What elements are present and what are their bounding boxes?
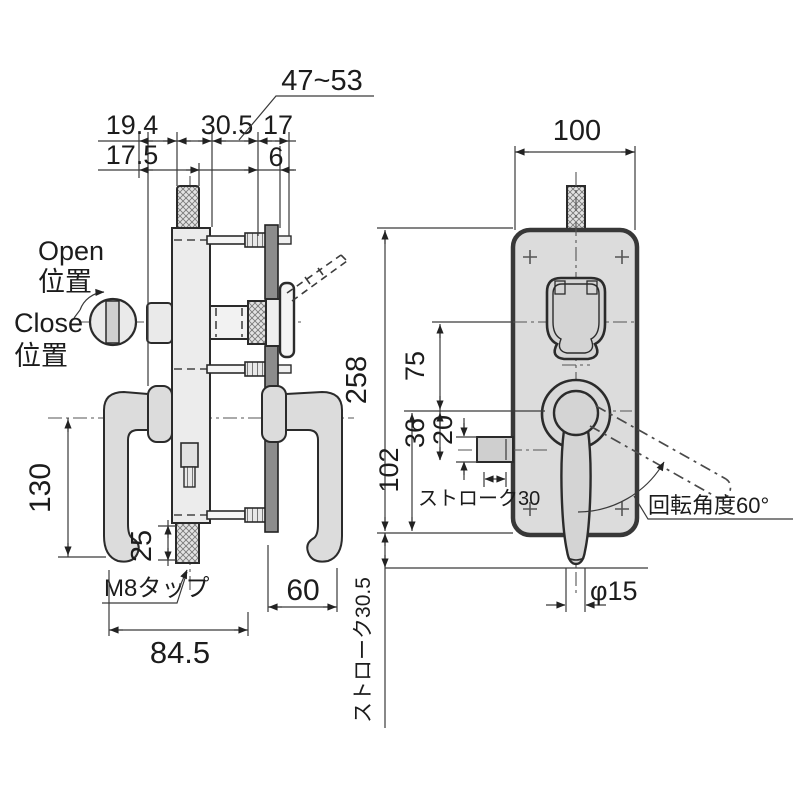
handle-collar-right: [261, 385, 287, 443]
snib-detail-upper: [180, 442, 199, 468]
label-rotation-angle: 回転角度60°: [648, 493, 769, 518]
plate-screw-marks: [523, 250, 629, 516]
dim-130: 130: [24, 463, 57, 513]
dim-17: 17: [263, 110, 293, 140]
leader-rotation-angle: [633, 495, 793, 520]
lever-rotated-dashed: [589, 405, 732, 500]
dim-47-53: 47~53: [281, 65, 362, 97]
label-open-ichi: 位置: [38, 267, 92, 297]
cylinder-assembly: [209, 281, 296, 359]
fixing-screw-2: [206, 361, 292, 377]
dim-phi-15: φ15: [590, 576, 638, 606]
spindle-threaded-top: [176, 185, 200, 231]
dim-20: 20: [428, 415, 458, 445]
label-stroke-30: ストローク30: [418, 487, 540, 510]
knob-rotation-arrow: [79, 288, 105, 311]
cylinder-faceplate: [278, 281, 296, 359]
label-m8-tap: M8タップ: [104, 575, 209, 602]
thumbturn-recess-shield: [545, 276, 607, 366]
lever-handle-right: [285, 390, 343, 563]
snib-detail-lower: [183, 466, 196, 488]
lever-handle-left: [103, 390, 149, 563]
dim-75: 75: [400, 351, 430, 381]
label-close: Close: [14, 308, 83, 338]
fixing-screw-3: [206, 507, 268, 523]
handle-collar-left: [147, 385, 173, 443]
label-close-ichi: 位置: [14, 341, 68, 371]
dim-100: 100: [553, 115, 601, 147]
rotation-arc-arrow: [577, 461, 665, 513]
label-stroke-30-5: ストローク30.5: [352, 577, 375, 723]
left-view-dimensions: 19.4 30.5 17 17.5 6 47~53 Open 位置 Close …: [14, 65, 374, 670]
dim-102: 102: [374, 447, 404, 492]
dim-30-5: 30.5: [201, 110, 254, 140]
leader-47-53: [238, 95, 374, 141]
dim-84-5: 84.5: [150, 635, 210, 670]
right-view-face-elevation: 回転角度60°: [458, 172, 793, 594]
thumbturn-knob: [73, 288, 173, 347]
left-view-side-elevation: [48, 176, 354, 592]
leader-m8-tap: [102, 571, 188, 604]
latch-bolt: [476, 436, 514, 463]
key-dashed-outline: [286, 254, 348, 302]
dim-258: 258: [341, 356, 373, 404]
label-open: Open: [38, 236, 104, 266]
dim-60: 60: [286, 574, 319, 607]
dim-19-4: 19.4: [106, 110, 159, 140]
dim-6: 6: [268, 142, 283, 172]
right-view-dimensions: 100 258 102 75 36 20: [341, 115, 648, 728]
backplate-upper: [264, 224, 279, 300]
dim-17-5: 17.5: [106, 140, 159, 170]
lever-handle-front: [552, 389, 600, 566]
m8-threaded-stud: [175, 522, 200, 564]
knob-neck: [146, 302, 173, 344]
dim-25: 25: [126, 530, 158, 562]
knob-grip-bar: [105, 300, 120, 344]
dim-36: 36: [400, 418, 430, 448]
